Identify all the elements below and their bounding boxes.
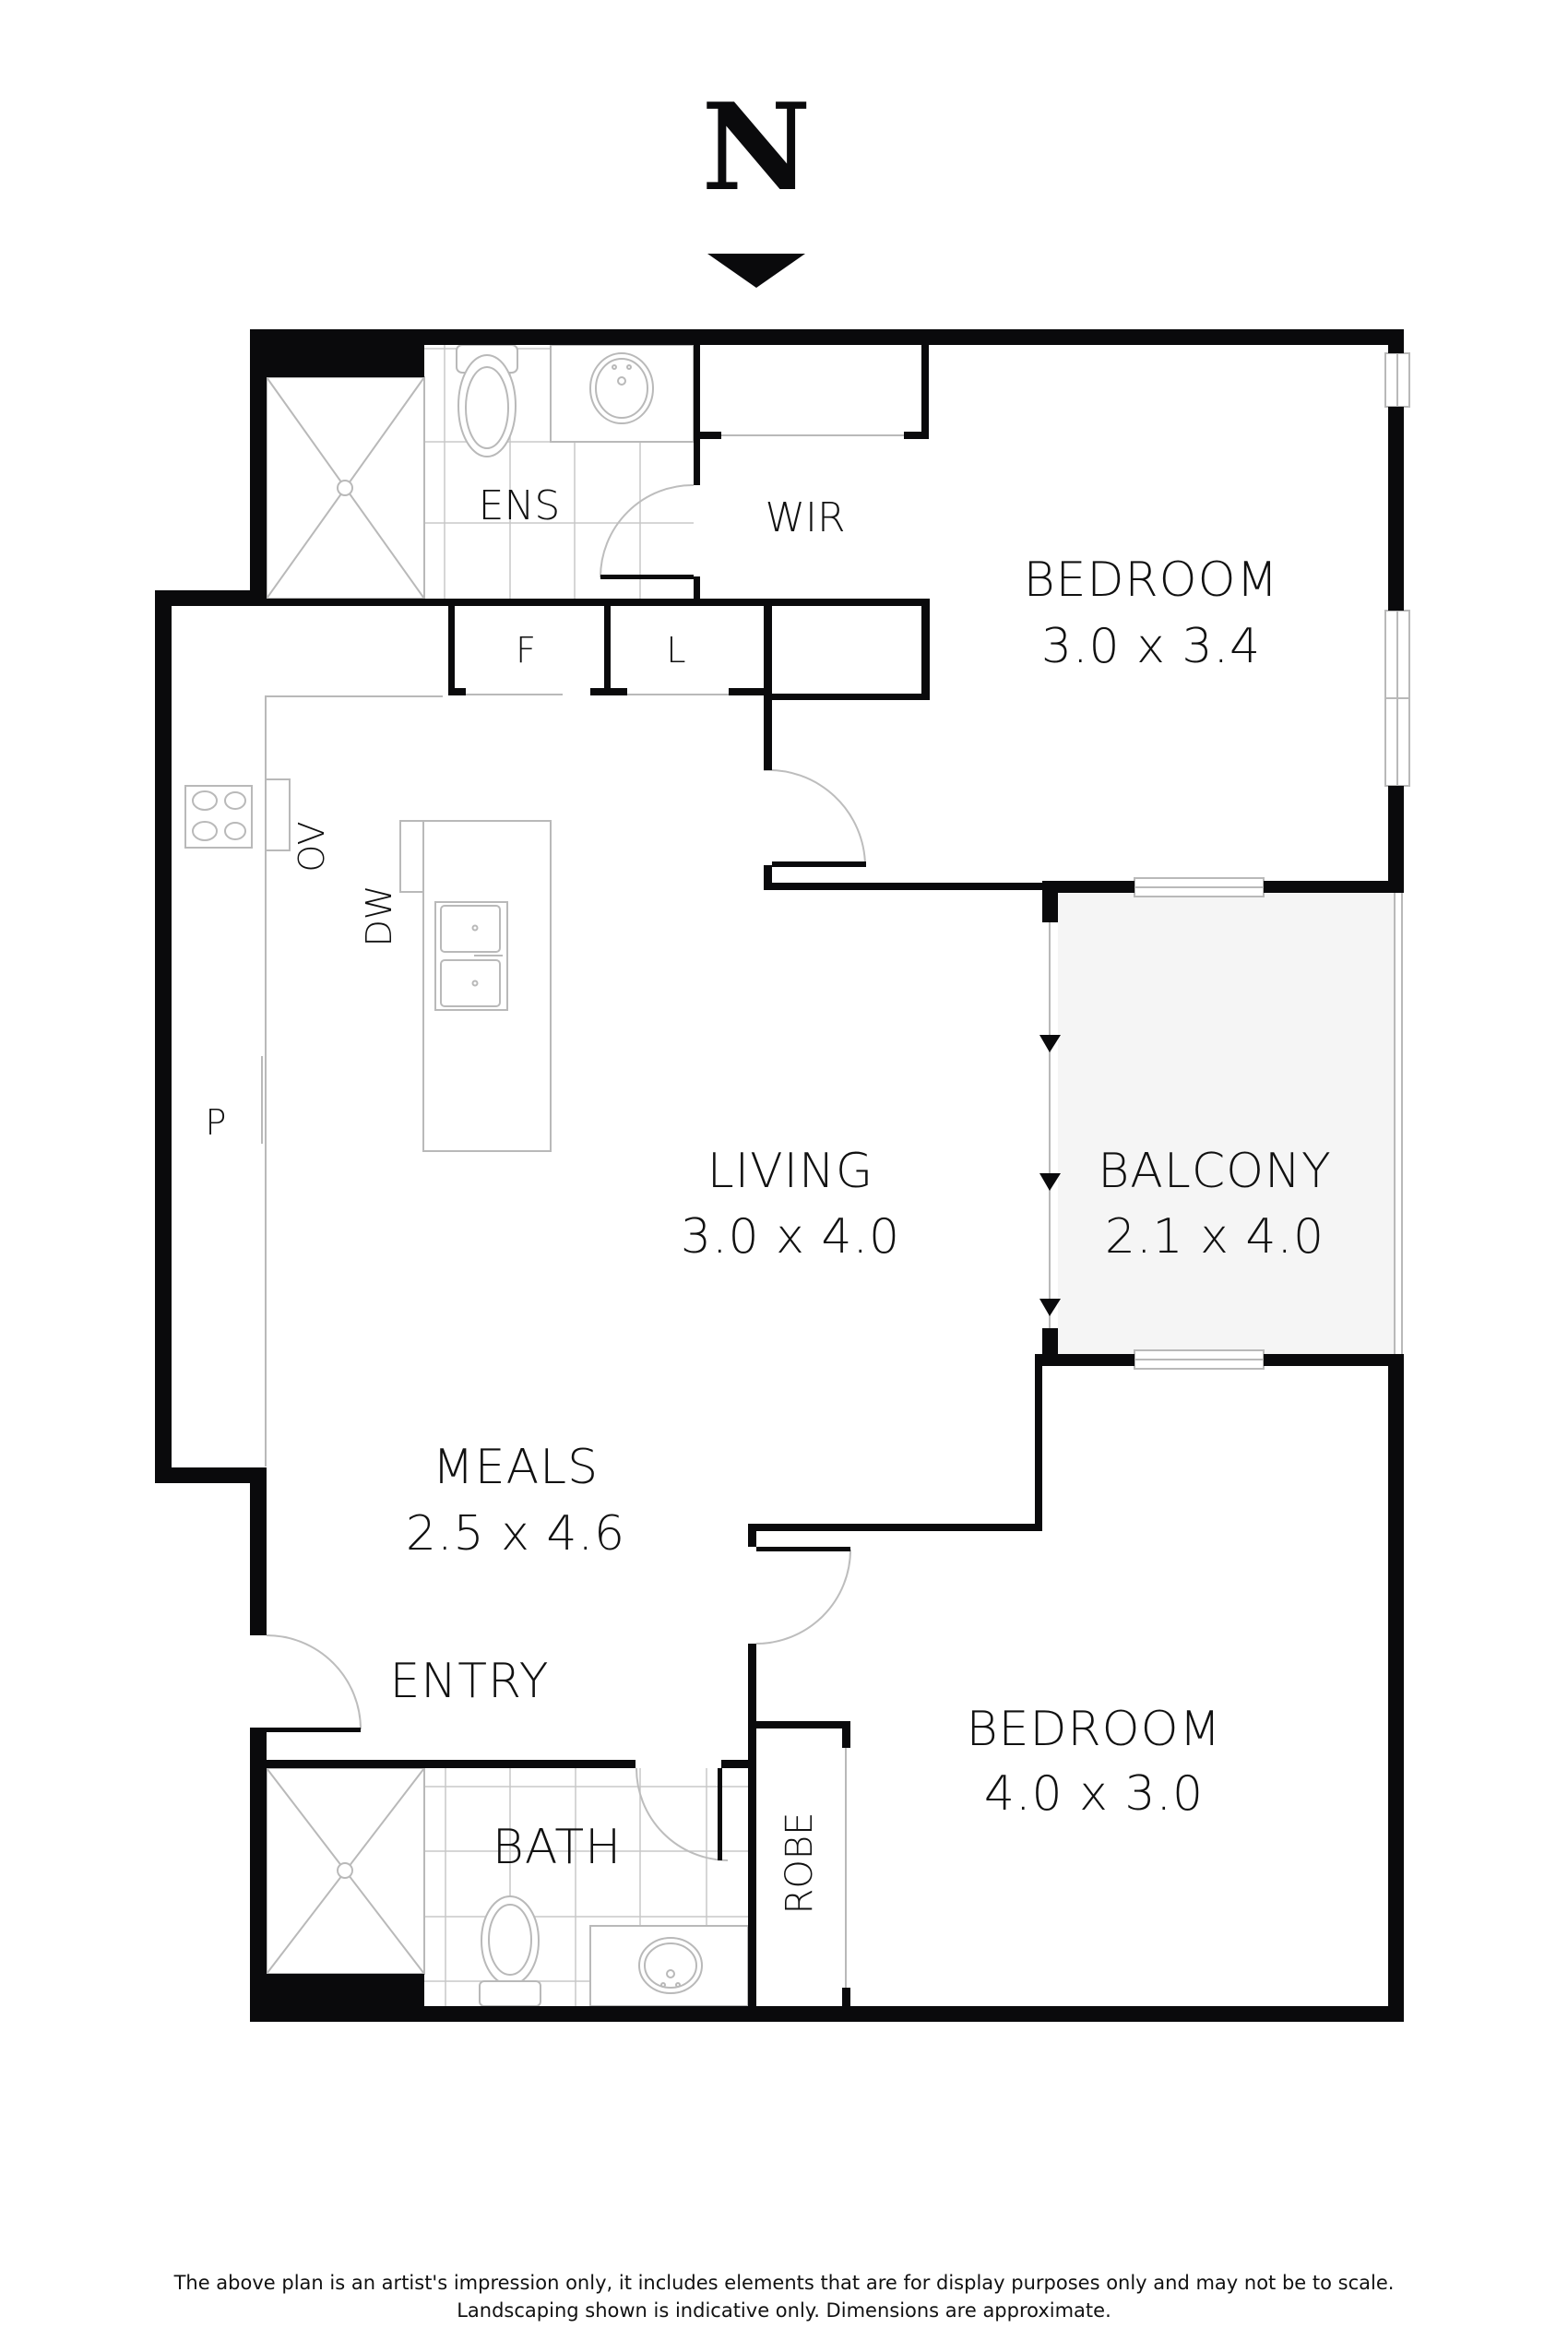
sink-icon [434, 901, 508, 1011]
bedroom1-door-swing [763, 768, 866, 866]
oven-box [265, 778, 291, 851]
shower-icon [266, 1767, 425, 1975]
compass: N [702, 77, 812, 288]
room-label-bedroom1: BEDROOM [1024, 552, 1279, 608]
north-arrow-icon [707, 254, 805, 288]
slide-arrow-icon [1039, 1299, 1061, 1316]
slide-arrow-icon [1039, 1035, 1061, 1052]
room-label-bath: BATH [493, 1820, 622, 1875]
slide-arrow-icon [1039, 1173, 1061, 1191]
balcony-floor [1058, 893, 1394, 1354]
room-dims-bedroom2: 4.0 x 3.0 [984, 1766, 1204, 1822]
disclaimer-line-2: Landscaping shown is indicative only. Di… [457, 2299, 1111, 2322]
toilet-icon [456, 344, 518, 457]
room-label-pantry: P [206, 1102, 227, 1143]
disclaimer-line-1: The above plan is an artist's impression… [173, 2272, 1395, 2294]
walls [155, 329, 1404, 2022]
room-label-meals: MEALS [433, 1440, 599, 1495]
room-label-ensuite: ENS [479, 482, 561, 529]
room-label-living: LIVING [707, 1144, 873, 1199]
balcony-window-south [1134, 1349, 1265, 1370]
room-label-dishwasher: DW [359, 885, 399, 947]
kitchen-island [399, 820, 552, 1152]
room-label-linen: L [666, 630, 685, 671]
toilet-icon [479, 1895, 541, 2007]
basin-icon [589, 352, 654, 424]
room-dims-meals: 2.5 x 4.6 [406, 1506, 625, 1562]
room-label-robe: ROBE [778, 1812, 821, 1915]
dishwasher-box [399, 820, 424, 893]
room-label-fridge: F [516, 630, 536, 671]
ensuite-door-swing [600, 483, 695, 578]
basin-icon [638, 1937, 703, 1994]
north-label: N [702, 77, 812, 218]
room-label-wir: WIR [765, 494, 845, 541]
shower-icon [266, 376, 425, 600]
room-dims-living: 3.0 x 4.0 [681, 1209, 900, 1265]
room-label-entry: ENTRY [389, 1654, 549, 1709]
kitchen-counter [184, 695, 443, 1467]
bath-door-swing [636, 1767, 729, 1861]
room-label-oven: OV [291, 821, 332, 872]
room-label-bedroom2: BEDROOM [967, 1702, 1222, 1757]
disclaimer: The above plan is an artist's impression… [0, 2269, 1568, 2324]
room-dims-bedroom1: 3.0 x 3.4 [1041, 619, 1261, 674]
entry-door-swing [266, 1634, 362, 1730]
room-dims-balcony: 2.1 x 4.0 [1105, 1209, 1324, 1265]
balcony-window-north [1134, 877, 1265, 897]
room-label-balcony: BALCONY [1098, 1144, 1332, 1199]
bedroom2-door-swing [755, 1549, 851, 1645]
